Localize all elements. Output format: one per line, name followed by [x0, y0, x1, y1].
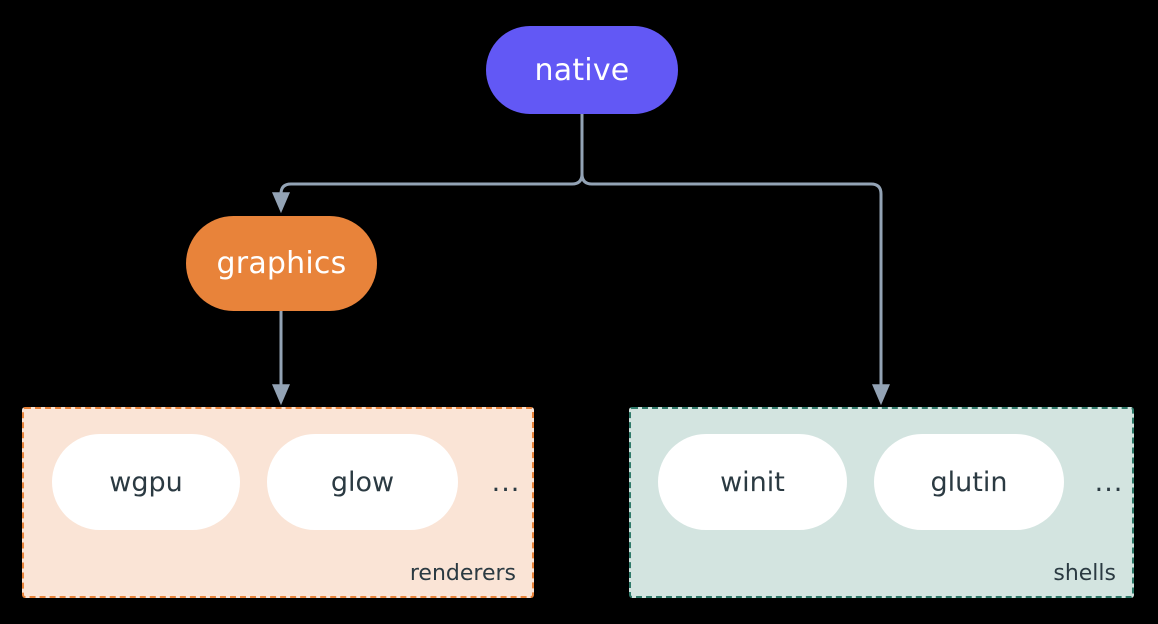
renderers-overflow-label: ... [491, 466, 521, 498]
renderers-overflow-ellipsis: ... [484, 434, 528, 530]
node-native-label: native [534, 52, 630, 88]
node-wgpu-label: wgpu [109, 466, 183, 498]
edge-native-to-graphics [272, 114, 584, 214]
node-native[interactable]: native [486, 26, 678, 114]
group-renderers-label: renderers [409, 561, 516, 586]
edge-native-to-shells [580, 114, 890, 406]
group-renderers: wgpu glow ... renderers [22, 407, 534, 598]
node-glutin-label: glutin [930, 466, 1008, 498]
group-shells: winit glutin ... shells [629, 407, 1134, 598]
node-wgpu[interactable]: wgpu [52, 434, 240, 530]
node-graphics-label: graphics [216, 246, 347, 281]
shells-overflow-ellipsis: ... [1087, 434, 1131, 530]
node-winit[interactable]: winit [658, 434, 847, 530]
node-winit-label: winit [720, 466, 785, 498]
shells-overflow-label: ... [1094, 466, 1124, 498]
node-glow-label: glow [330, 466, 395, 498]
node-glow[interactable]: glow [267, 434, 458, 530]
node-glutin[interactable]: glutin [874, 434, 1064, 530]
node-graphics[interactable]: graphics [186, 216, 377, 311]
group-shells-label: shells [1053, 561, 1116, 586]
